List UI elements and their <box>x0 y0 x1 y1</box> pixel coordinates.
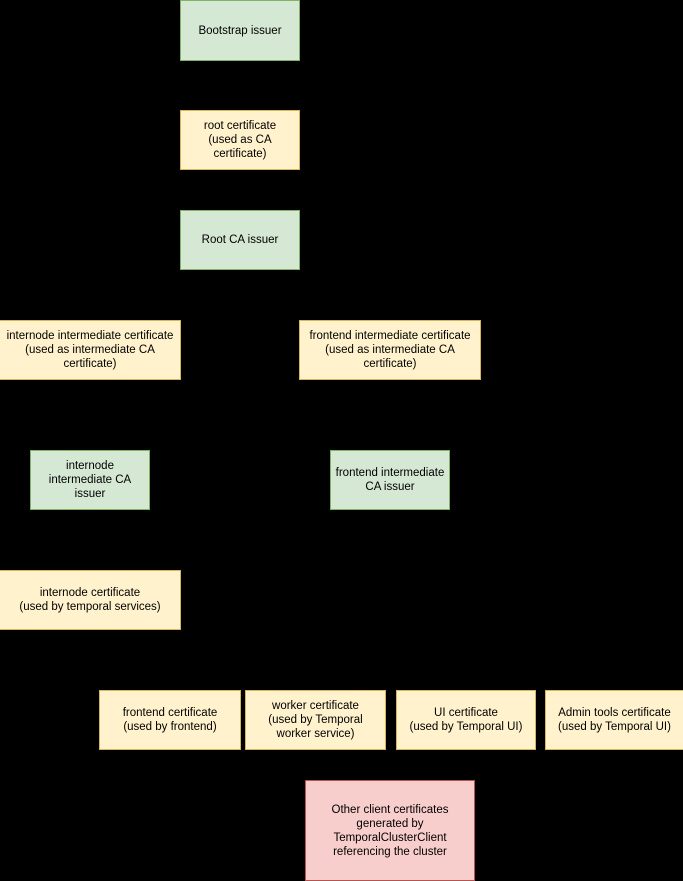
edge-root-ca-issuer-to-frontend-intermediate-certificate <box>390 295 391 320</box>
node-root-ca-issuer[interactable]: Root CA issuer <box>180 210 300 270</box>
node-internode-certificate[interactable]: internode certificate (used by temporal … <box>0 570 181 630</box>
edge-frontend-intermediate-ca-issuer-to-frontend-certificate-arrowhead <box>167 685 173 690</box>
edge-bootstrap-issuer-to-root-certificate <box>240 61 241 110</box>
node-label: UI certificate (used by Temporal UI) <box>409 707 523 733</box>
edge-internode-intermediate-certificate-to-internode-intermediate-ca-issuer-arrowhead <box>87 445 93 450</box>
edge-root-ca-issuer-to-internode-intermediate-certificate <box>90 295 91 320</box>
edge-root-certificate-to-root-ca-issuer <box>240 170 241 210</box>
node-frontend-intermediate-certificate[interactable]: frontend intermediate certificate (used … <box>299 320 481 380</box>
node-internode-intermediate-certificate[interactable]: internode intermediate certificate (used… <box>0 320 181 380</box>
node-label: Admin tools certificate (used by Tempora… <box>558 707 671 733</box>
node-ui-certificate[interactable]: UI certificate (used by Temporal UI) <box>396 690 536 750</box>
edge-internode-intermediate-certificate-to-internode-intermediate-ca-issuer <box>90 380 91 450</box>
edge-bootstrap-issuer-to-root-certificate-arrowhead <box>237 105 243 110</box>
edge-frontend-intermediate-ca-issuer-to-other-client-certificates-arrowhead <box>387 775 393 780</box>
node-label: frontend certificate (used by frontend) <box>122 707 218 733</box>
edge-root-ca-issuer-to-frontend-intermediate-certificate <box>240 270 241 295</box>
node-frontend-intermediate-ca-issuer[interactable]: frontend intermediate CA issuer <box>330 450 450 510</box>
edge-frontend-intermediate-ca-issuer-to-other-client-certificates <box>390 510 391 780</box>
node-label: internode intermediate certificate (used… <box>6 330 174 370</box>
node-label: internode certificate (used by temporal … <box>19 587 161 613</box>
edge-internode-intermediate-ca-issuer-to-internode-certificate-arrowhead <box>87 565 93 570</box>
edge-root-ca-issuer-to-frontend-intermediate-certificate <box>240 295 390 296</box>
node-label: worker certificate (used by Temporal wor… <box>268 700 363 740</box>
node-label: internode intermediate CA issuer <box>48 460 132 500</box>
edge-frontend-intermediate-certificate-to-frontend-intermediate-ca-issuer-arrowhead <box>387 445 393 450</box>
edge-frontend-intermediate-ca-issuer-to-frontend-certificate <box>170 600 390 601</box>
node-worker-certificate[interactable]: worker certificate (used by Temporal wor… <box>245 690 386 750</box>
edge-frontend-intermediate-certificate-to-frontend-intermediate-ca-issuer <box>390 380 391 450</box>
node-label: Bootstrap issuer <box>198 24 282 37</box>
edge-frontend-intermediate-ca-issuer-to-admin-tools-certificate-arrowhead <box>611 685 618 690</box>
edge-frontend-intermediate-ca-issuer-to-ui-certificate <box>466 600 467 690</box>
node-other-client-certificates[interactable]: Other client certificates generated by T… <box>305 780 475 881</box>
edge-frontend-intermediate-ca-issuer-to-worker-certificate <box>315 600 390 601</box>
edge-frontend-intermediate-ca-issuer-to-ui-certificate-arrowhead <box>463 685 469 690</box>
edge-root-certificate-to-root-ca-issuer-arrowhead <box>237 205 243 210</box>
node-admin-tools-certificate[interactable]: Admin tools certificate (used by Tempora… <box>545 690 683 750</box>
node-bootstrap-issuer[interactable]: Bootstrap issuer <box>180 0 300 61</box>
edge-frontend-intermediate-ca-issuer-to-admin-tools-certificate <box>614 600 616 690</box>
edge-frontend-intermediate-ca-issuer-to-worker-certificate <box>315 600 317 690</box>
edge-frontend-intermediate-ca-issuer-to-admin-tools-certificate <box>390 600 615 601</box>
edge-frontend-intermediate-ca-issuer-to-worker-certificate-arrowhead <box>312 685 319 690</box>
edge-frontend-intermediate-ca-issuer-to-frontend-certificate <box>170 600 171 690</box>
node-label: frontend intermediate certificate (used … <box>309 330 471 370</box>
node-label: root certificate (used as CA certificate… <box>203 120 277 160</box>
node-frontend-certificate[interactable]: frontend certificate (used by frontend) <box>99 690 241 750</box>
node-internode-intermediate-ca-issuer[interactable]: internode intermediate CA issuer <box>30 450 150 510</box>
node-root-certificate[interactable]: root certificate (used as CA certificate… <box>180 110 300 170</box>
edge-root-ca-issuer-to-internode-intermediate-certificate <box>90 295 240 296</box>
edge-root-ca-issuer-to-frontend-intermediate-certificate-arrowhead <box>387 315 393 320</box>
node-label: frontend intermediate CA issuer <box>335 467 445 493</box>
node-label: Root CA issuer <box>201 234 279 246</box>
node-label: Other client certificates generated by T… <box>331 803 449 858</box>
edge-internode-intermediate-ca-issuer-to-internode-certificate <box>90 510 91 570</box>
edge-root-ca-issuer-to-internode-intermediate-certificate-arrowhead <box>87 315 93 320</box>
